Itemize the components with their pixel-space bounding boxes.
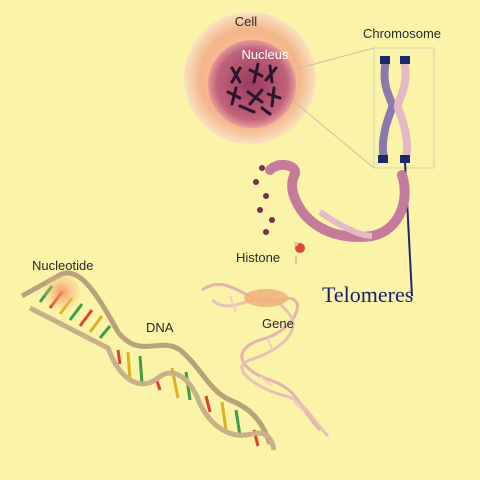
zoom-guides (291, 47, 375, 169)
telomere-cap-bottom-right (400, 155, 410, 163)
nucleotide-label: Nucleotide (32, 258, 93, 273)
telomeres-label: Telomeres (322, 282, 413, 307)
nucleotide-group: Nucleotide (32, 258, 93, 310)
histone-label: Histone (236, 250, 280, 265)
histone-group: Histone (236, 242, 305, 265)
chromosome-group: Chromosome (363, 26, 441, 169)
base-pairs (38, 285, 260, 447)
chromosome-label: Chromosome (363, 26, 441, 41)
chromosome-arm-left (379, 56, 397, 162)
gene-label: Gene (262, 316, 294, 331)
histone-marker (295, 243, 305, 253)
gene-highlight (244, 289, 288, 307)
nucleus-chromosomes (226, 62, 282, 116)
chromatin-coil (253, 159, 410, 242)
nucleotide-highlight (44, 274, 80, 310)
gene-helix: Gene (201, 282, 330, 438)
chromosome-panel (373, 47, 435, 169)
dna-strand-top (20, 270, 273, 445)
nucleus-body (208, 40, 296, 128)
telomere-cap-top-left (380, 56, 390, 64)
nucleus-label: Nucleus (242, 47, 289, 62)
dna-label: DNA (146, 320, 174, 335)
chromosome-arm-right (393, 56, 411, 162)
cell-group: Cell Nucleus (184, 12, 316, 144)
telomere-cap-bottom-left (378, 155, 388, 163)
telomere-cap-top-right (400, 56, 410, 64)
dna-strand-bottom (28, 305, 277, 451)
cell-label: Cell (235, 14, 258, 29)
